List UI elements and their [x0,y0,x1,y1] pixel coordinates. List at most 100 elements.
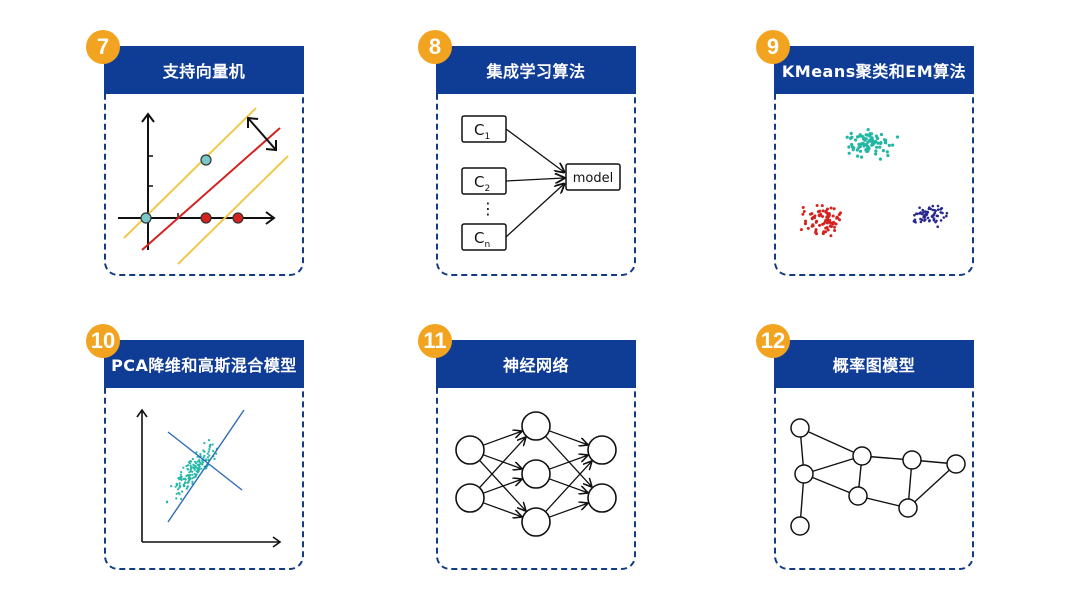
graph-node [790,516,810,536]
scatter-point [933,209,937,212]
scatter-point [193,472,196,475]
scatter-point [182,466,185,469]
scatter-point [186,485,189,489]
scatter-point [183,477,186,480]
scatter-point [874,149,878,153]
scatter-point [208,445,211,448]
scatter-point [206,456,209,459]
graph-node [898,498,918,518]
scatter-point [207,450,210,453]
scatter-point [801,206,805,209]
support-vector-point [140,212,152,224]
scatter-point [197,470,200,473]
scatter-point [191,473,194,476]
scatter-point [883,138,887,142]
scatter-point [189,470,193,473]
scatter-point [180,478,183,481]
scatter-point [912,220,916,223]
scatter-point [198,468,201,471]
scatter-point [885,150,889,154]
support-vector-point [200,154,212,166]
scatter-point [185,465,188,468]
scatter-point [820,204,824,208]
scatter-point [207,439,211,442]
scatter-point [811,223,815,227]
card-title: PCA降维和高斯混合模型 [104,340,304,388]
scatter-point [803,222,807,226]
scatter-point [195,473,198,476]
scatter-point [215,452,218,455]
scatter-point [922,216,925,219]
graph-node [902,450,922,470]
scatter-point [198,465,201,468]
scatter-point [187,464,190,467]
scatter-point [836,216,840,220]
scatter-point [861,137,866,141]
scatter-point [185,487,188,490]
scatter-point [876,141,880,145]
scatter-point [826,217,829,221]
scatter-point [815,232,819,236]
scatter-point [815,219,819,223]
scatter-point [821,215,824,218]
data-point [232,212,244,224]
scatter-point [845,135,849,139]
scatter-point [829,206,833,210]
scatter-point [198,460,201,463]
scatter-point [180,497,183,501]
neuron-node [521,411,551,441]
scatter-point [855,148,859,152]
scatter-point [186,468,189,471]
scatter-point [856,154,860,158]
graph-node [852,446,872,466]
scatter-point [212,450,215,453]
scatter-point [211,443,214,446]
scatter-point [850,135,854,139]
card-neural-network: 神经网络 11 [418,324,636,570]
card-title: KMeans聚类和EM算法 [774,46,974,94]
scatter-point [199,453,202,456]
ellipsis: ⋮ [480,199,496,218]
scatter-point [921,212,924,216]
scatter-point [849,131,853,135]
principal-axis [167,431,243,491]
scatter-point [851,148,855,152]
scatter-point [192,466,195,469]
scatter-point [857,142,861,146]
svm-margin-line [177,155,289,265]
scatter-point [936,214,940,218]
scatter-point [193,468,196,471]
scatter-point [850,142,854,147]
scatter-point [174,485,177,488]
graph-node [848,486,868,506]
svm-diagram-icon [118,107,289,265]
neuron-node [587,435,617,465]
scatter-point [829,234,833,238]
scatter-point [929,207,933,211]
scatter-point [203,454,206,457]
scatter-point [924,218,927,221]
scatter-point [194,475,197,478]
scatter-point [847,145,851,149]
scatter-point [815,204,819,207]
card-ensemble: 集成学习算法 8 C1 C2 ⋮ Cn model [418,30,636,276]
scatter-point [170,485,173,488]
scatter-point [209,443,212,446]
scatter-point [886,153,890,158]
scatter-point [195,451,198,454]
scatter-point [864,143,868,147]
scatter-point [895,135,900,139]
card-pca: PCA降维和高斯混合模型 10 [86,324,304,570]
card-kmeans: KMeans聚类和EM算法 9 [756,30,974,276]
card-svm: 支持向量机 7 [86,30,304,276]
scatter-point [945,214,948,218]
scatter-point [854,138,858,142]
scatter-point [201,463,204,466]
scatter-point [828,224,832,228]
scatter-point [188,477,192,480]
scatter-point [832,207,836,211]
cluster-scatter-icon [799,128,949,238]
ensemble-diagram-icon: C1 C2 ⋮ Cn model [461,115,621,251]
scatter-point [918,206,921,209]
